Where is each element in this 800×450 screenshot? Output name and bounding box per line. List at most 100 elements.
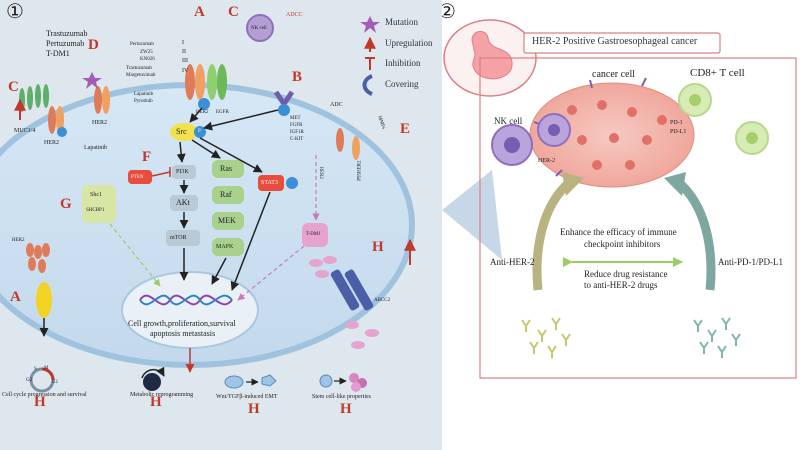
arrow-src-ras <box>191 139 221 159</box>
cd8-t-cell-icon-1 <box>678 83 712 117</box>
drug-top-trastuzumab: Trastuzumab <box>126 66 152 71</box>
anti-her2-arrow <box>532 178 574 291</box>
src-node <box>170 123 198 141</box>
drug-top-kn026: KN026 <box>140 57 155 62</box>
cell-cycle-icon <box>29 367 55 393</box>
pi3k-box <box>172 165 196 179</box>
panel-2-title: HER-2 Positive Gastroesophageal cancer <box>532 36 698 47</box>
raf-label: Raf <box>220 190 232 199</box>
enhance-text-1: Enhance the efficacy of immune <box>560 227 677 237</box>
her2-receptor-top <box>185 64 210 110</box>
pdl1-label: PD-L1 <box>670 129 687 135</box>
pten-label: PTEN <box>131 175 144 180</box>
nk-cell-label: NK cell <box>494 116 523 126</box>
bridge-shape <box>442 170 502 260</box>
anti-pd1-antibodies <box>693 317 741 358</box>
shc-box <box>82 185 116 223</box>
mapk-box <box>212 238 244 256</box>
panel-1-number: ① <box>6 1 24 23</box>
cell-cycle-m: M <box>44 366 49 371</box>
nk-cell-top <box>246 14 274 42</box>
arrow-src-stat3 <box>199 137 263 173</box>
anti-pd1-label: Anti-PD-1/PD-L1 <box>718 257 783 267</box>
label-cell-cycle: Cell cycle progression and survival <box>2 392 87 398</box>
muc4-label: MUC1/4 <box>14 128 36 134</box>
letter-f: F <box>142 149 152 165</box>
title-frame <box>523 32 721 54</box>
panel-2: ② HER-2 Positive Gastroesophageal cancer… <box>442 0 800 450</box>
her2-receptor-d <box>82 72 110 114</box>
metabolic-icon <box>141 366 165 391</box>
cancer-cell-nuclei <box>567 100 667 170</box>
domain-ii: II <box>182 49 186 55</box>
dm1-particles <box>309 256 379 349</box>
arrow-src-pi3k <box>176 141 186 163</box>
cancer-cell-label: cancer cell <box>592 69 636 80</box>
arrow-tdm1-nucleus <box>237 245 305 301</box>
legend-upregulation-label: Upregulation <box>385 38 433 48</box>
src-p-label: P <box>198 129 201 134</box>
her2-label-left: HER2 <box>44 140 59 146</box>
letter-c-top: C <box>228 4 239 20</box>
domain-iv: IV <box>182 68 189 74</box>
panel-2-graphics <box>442 19 797 379</box>
her2-right-label: HER-2 <box>538 158 555 164</box>
arrow-shc-nucleus <box>109 223 161 287</box>
p95her2-label: P95HER2 <box>357 160 363 181</box>
her2-label-d: HER2 <box>92 120 107 126</box>
abcc2-label: ABCC2 <box>374 298 391 303</box>
reduce-text-1: Reduce drug resistance <box>584 269 668 279</box>
nucleus-text-2: apoptosis metastasis <box>150 329 216 338</box>
cd8-label: CD8+ T cell <box>690 67 745 79</box>
stat3-box <box>258 175 284 191</box>
receptor-b <box>273 90 295 116</box>
src-label: Src <box>176 127 187 136</box>
cell-cycle-s: S <box>34 367 37 372</box>
label-emt: Wnt/TGFβ-induced EMT <box>216 394 278 400</box>
mek-box <box>212 212 244 230</box>
emt-icon <box>224 374 277 389</box>
letter-b: B <box>292 69 303 85</box>
receptor-met: MET <box>290 116 301 121</box>
anti-her2-arrowhead <box>562 172 584 196</box>
nk-cell-2-icon <box>537 113 571 147</box>
her2-label-right: HER2 <box>317 166 323 179</box>
legend-mutation-label: Mutation <box>385 17 418 27</box>
tdm1-box <box>302 223 328 247</box>
anti-her2-antibodies <box>521 317 571 358</box>
her2-receptor-left <box>48 106 67 137</box>
ras-label: Ras <box>220 164 232 173</box>
letter-e: E <box>400 121 411 137</box>
egfr-receptor <box>207 64 227 100</box>
drug-tdm1: T-DM1 <box>46 49 70 58</box>
domain-i: I <box>182 40 184 46</box>
nk-cell-icon <box>491 124 533 166</box>
pi3k-label: PI3K <box>176 169 189 175</box>
dna-icon <box>139 294 233 306</box>
panel-2-number: ② <box>442 1 456 23</box>
enhance-text-2: checkpoint inhibitors <box>584 239 661 249</box>
anti-pd1-arrow <box>674 178 716 291</box>
stomach-icon <box>471 31 513 80</box>
letter-c-left: C <box>8 79 19 95</box>
drug-top-zw25: ZW25 <box>140 50 153 55</box>
receptor-igf1r: IGF1R <box>290 130 304 135</box>
akt-label: AKt <box>176 198 190 207</box>
mapk-label: MAPK <box>216 244 234 250</box>
domain-iii: III <box>182 58 188 64</box>
pten-inhibition <box>151 171 171 177</box>
stem-cell-icon <box>319 373 367 392</box>
mtor-box <box>166 230 200 246</box>
panel-1: ① Mutation Upregulation Inhibition Cover… <box>0 0 442 450</box>
cell-cycle-g1: G1 <box>52 380 59 385</box>
drug-trastuzumab: Trastuzumab <box>46 29 88 38</box>
adcc-label: ADCC <box>286 12 303 18</box>
src-p-icon <box>194 126 206 138</box>
shcbp1-label: SHCBP1 <box>86 208 105 213</box>
pd1-label: PD-1 <box>670 120 683 126</box>
ras-box <box>212 160 244 178</box>
label-metabolic: Metabolic reprogramming <box>130 392 194 398</box>
anti-pd1-arrowhead <box>664 172 686 196</box>
legend-mutation-icon <box>360 16 380 33</box>
arrow-her2-src <box>189 107 203 123</box>
